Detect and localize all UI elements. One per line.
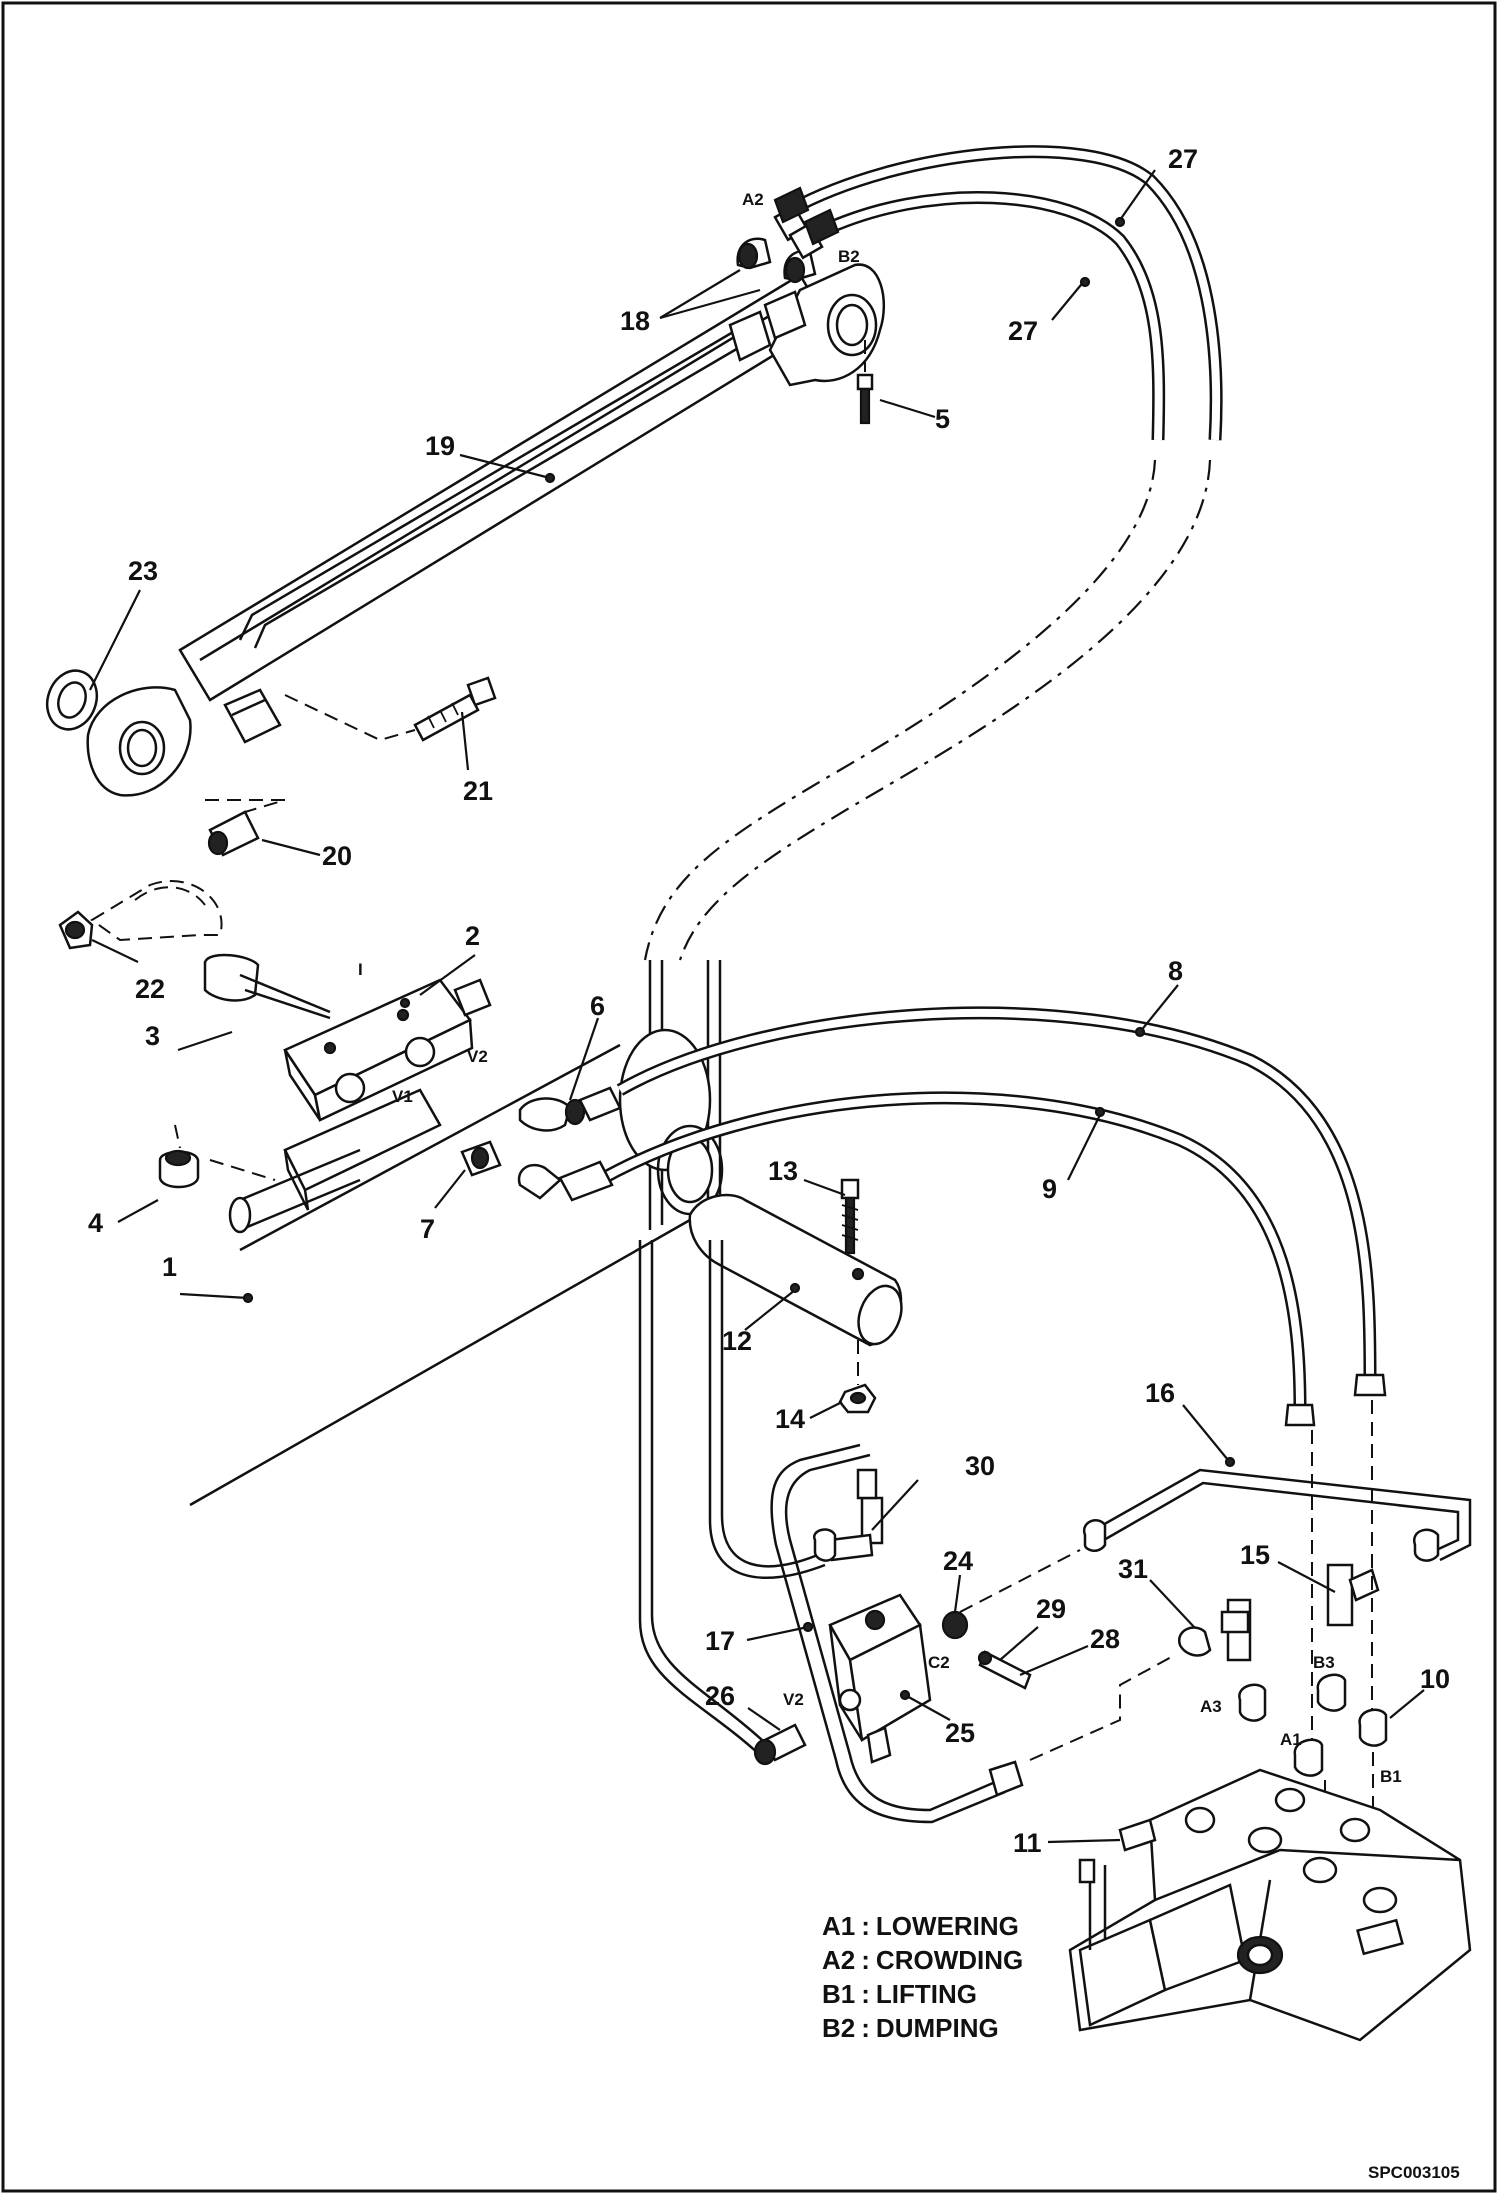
port-a2: A2	[742, 190, 764, 209]
callout-8: 8	[1168, 956, 1183, 986]
callout-5: 5	[935, 404, 950, 434]
bushing-20	[207, 810, 260, 857]
callout-3: 3	[145, 1021, 160, 1051]
phantom-hose-2	[643, 459, 1157, 961]
legend-row-b2: B2:DUMPING	[822, 2013, 999, 2043]
boom-cylinder	[86, 263, 885, 797]
legend-sep: :	[861, 1911, 870, 1941]
legend-row-a1: A1:LOWERING	[822, 1911, 1019, 1941]
legend-row-a2: A2:CROWDING	[822, 1945, 1023, 1975]
grease-nipple-22	[58, 910, 94, 950]
callout-4: 4	[88, 1208, 103, 1238]
port-v2-upper: V2	[467, 1047, 488, 1066]
callout-13: 13	[768, 1156, 798, 1186]
callout-18: 18	[620, 306, 650, 336]
legend-port: A2	[822, 1945, 855, 1975]
callout-21: 21	[463, 776, 493, 806]
bolt-21	[413, 676, 497, 742]
callout-28: 28	[1090, 1624, 1120, 1654]
port-b3: B3	[1313, 1653, 1335, 1672]
callout-19: 19	[425, 431, 455, 461]
legend-function: LIFTING	[876, 1979, 977, 2009]
legend-port: A1	[822, 1911, 855, 1941]
bolt-13	[840, 1178, 860, 1255]
nut-14	[838, 1383, 877, 1414]
phantom-hose-1	[678, 459, 1212, 961]
tubes-16-17	[638, 1240, 1472, 1824]
callout-20: 20	[322, 841, 352, 871]
legend-row-b1: B1:LIFTING	[822, 1979, 977, 2009]
washer-23	[45, 669, 99, 731]
hoses-8-9	[596, 1006, 1387, 1427]
check-valve-block	[228, 978, 492, 1234]
callout-17: 17	[705, 1626, 735, 1656]
port-v2-lower: V2	[783, 1690, 804, 1709]
bolt-5	[856, 373, 874, 425]
relief-valve-25	[828, 1593, 932, 1764]
callout-14: 14	[775, 1404, 805, 1434]
port-a1: A1	[1280, 1730, 1302, 1749]
legend-port: B2	[822, 2013, 855, 2043]
port-c2: C2	[928, 1653, 950, 1672]
port-v1: V1	[392, 1087, 413, 1106]
legend-function: DUMPING	[876, 2013, 999, 2043]
callout-numbers: 1 2 3 4 5 6 7 8 9 10 11 12 13 14 15 16 1…	[88, 144, 1450, 1858]
callout-15: 15	[1240, 1540, 1270, 1570]
port-b1: B1	[1380, 1767, 1402, 1786]
callout-2: 2	[465, 921, 480, 951]
port-i: I	[358, 960, 363, 979]
clamp-part	[203, 953, 331, 1020]
callout-23: 23	[128, 556, 158, 586]
callout-30: 30	[965, 1451, 995, 1481]
callout-29: 29	[1036, 1594, 1066, 1624]
callout-31: 31	[1118, 1554, 1148, 1584]
legend-port: B1	[822, 1979, 855, 2009]
callout-9: 9	[1042, 1174, 1057, 1204]
pivot-pin	[688, 1193, 903, 1347]
legend-sep: :	[861, 2013, 870, 2043]
callout-27-upper: 27	[1168, 144, 1198, 174]
legend-function: CROWDING	[876, 1945, 1023, 1975]
hoses-27	[773, 145, 1223, 441]
swivel-fittings	[460, 1086, 622, 1202]
callout-6: 6	[590, 991, 605, 1021]
port-labels: A2 B2 I V2 V1 C2 V2 A3 B3 A1 B1	[358, 190, 1402, 1786]
callout-7: 7	[420, 1214, 435, 1244]
callout-11: 11	[1013, 1828, 1042, 1858]
control-valve-11	[1068, 1768, 1472, 2042]
port-a3: A3	[1200, 1697, 1222, 1716]
callout-25: 25	[945, 1718, 975, 1748]
callout-26: 26	[705, 1681, 735, 1711]
tee-fitting-30	[812, 1468, 884, 1562]
callout-24: 24	[943, 1546, 973, 1576]
callout-12: 12	[722, 1326, 752, 1356]
callout-1: 1	[162, 1252, 177, 1282]
callout-10: 10	[1420, 1664, 1450, 1694]
callout-16: 16	[1145, 1378, 1175, 1408]
port-fittings	[1177, 1563, 1388, 1777]
legend-sep: :	[861, 1979, 870, 2009]
cap-part	[158, 1149, 200, 1189]
callout-22: 22	[135, 974, 165, 1004]
legend-sep: :	[861, 1945, 870, 1975]
leader-lines	[89, 169, 1425, 1844]
legend-function: LOWERING	[876, 1911, 1019, 1941]
elbow-fittings	[736, 204, 824, 284]
callout-27-lower: 27	[1008, 316, 1038, 346]
port-legend: A1:LOWERING A2:CROWDING B1:LIFTING B2:DU…	[822, 1911, 1023, 2043]
port-b2: B2	[838, 247, 860, 266]
drawing-code: SPC003105	[1368, 2163, 1460, 2182]
